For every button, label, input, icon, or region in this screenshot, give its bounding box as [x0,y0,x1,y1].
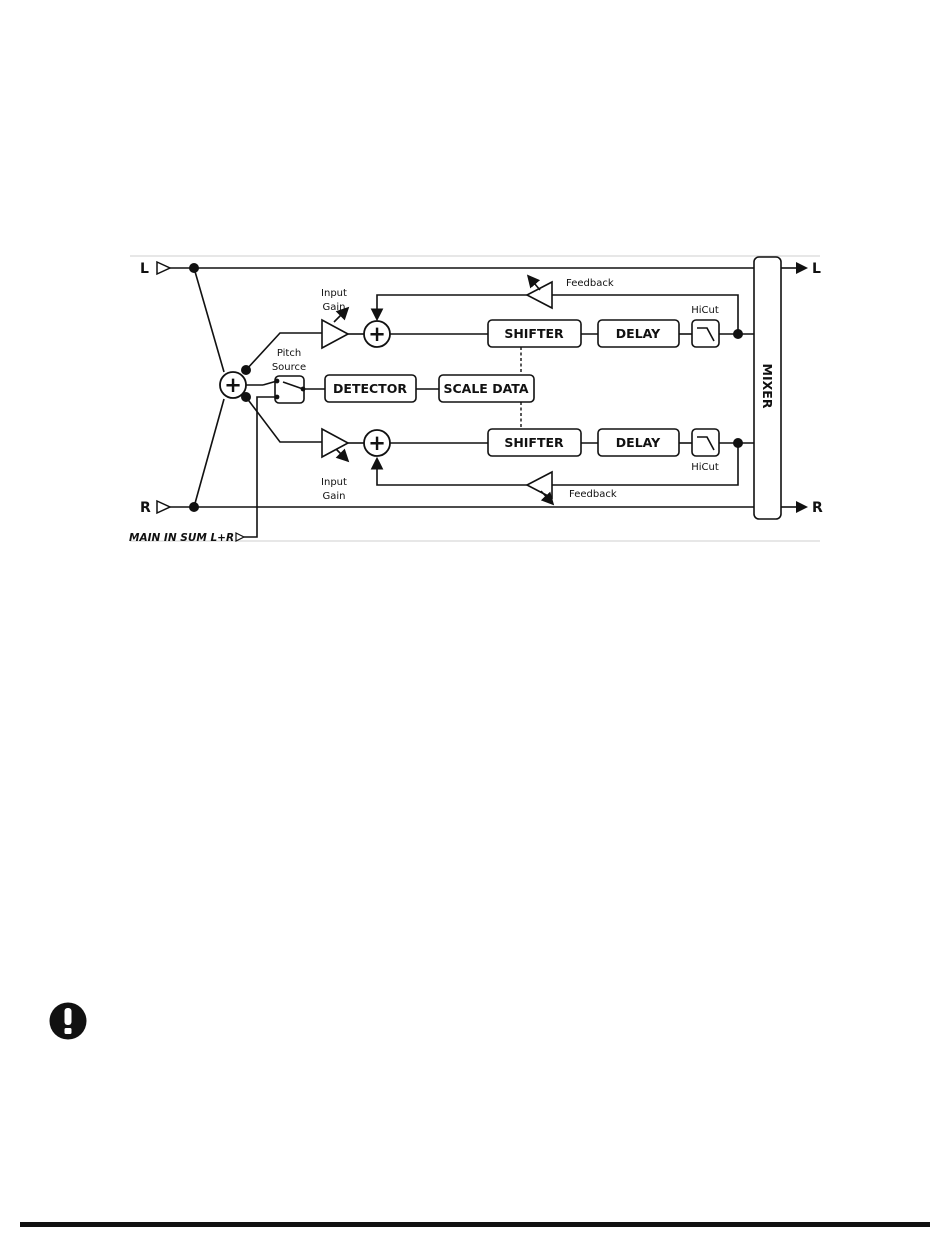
input-left-triangle [157,262,170,274]
main-in-sum-line [244,397,277,537]
upper-feedback-amp [527,282,552,308]
upper-feedback-arrow [529,277,540,290]
lower-hicut-label: HiCut [691,462,719,473]
upper-delay-label: DELAY [616,326,661,341]
lower-feedback-amp [527,472,552,498]
upper-input-gain-label-1: Input [321,288,347,299]
left-to-sum-line [194,268,224,372]
lower-sum-plus: + [368,431,386,455]
output-right-arrow [796,501,808,513]
pitch-source-switch [275,376,304,403]
signal-flow-diagram: L R + Pitch Source MAIN IN SUM L+R Input… [0,0,950,600]
warning-icon [49,1002,87,1040]
lower-input-gain-amp [322,429,348,457]
output-left-label: L [812,261,821,277]
input-sum-plus: + [224,373,242,397]
upper-hicut-block [692,320,719,347]
right-to-sum-line [194,399,224,507]
lower-feedback-label: Feedback [569,489,617,500]
output-left-arrow [796,262,808,274]
pitch-source-label-1: Pitch [277,348,301,359]
lower-input-gain-label-2: Gain [323,491,346,502]
output-right-label: R [812,500,823,516]
input-right-triangle [157,501,170,513]
upper-sum-plus: + [368,322,386,346]
scale-data-label: SCALE DATA [443,381,528,396]
mixer-label: MIXER [760,364,775,409]
upper-feedback-line-left [377,295,527,318]
detector-label: DETECTOR [333,381,407,396]
upper-input-gain-label-2: Gain [323,302,346,313]
lower-shifter-label: SHIFTER [504,435,564,450]
main-in-sum-label: MAIN IN SUM L+R [129,532,234,544]
input-right-label: R [140,500,151,516]
main-in-sum-triangle [236,533,244,541]
upper-input-gain-amp [322,320,348,348]
lower-delay-label: DELAY [616,435,661,450]
footer-rule [20,1222,930,1227]
upper-feedback-label: Feedback [566,278,614,289]
lower-input-gain-arrow [336,449,347,460]
pitch-source-label-2: Source [272,362,306,373]
lower-feedback-line-left [377,460,527,485]
upper-shifter-label: SHIFTER [504,326,564,341]
upper-hicut-label: HiCut [691,305,719,316]
lower-hicut-block [692,429,719,456]
input-left-label: L [140,261,149,277]
lower-input-gain-label-1: Input [321,477,347,488]
